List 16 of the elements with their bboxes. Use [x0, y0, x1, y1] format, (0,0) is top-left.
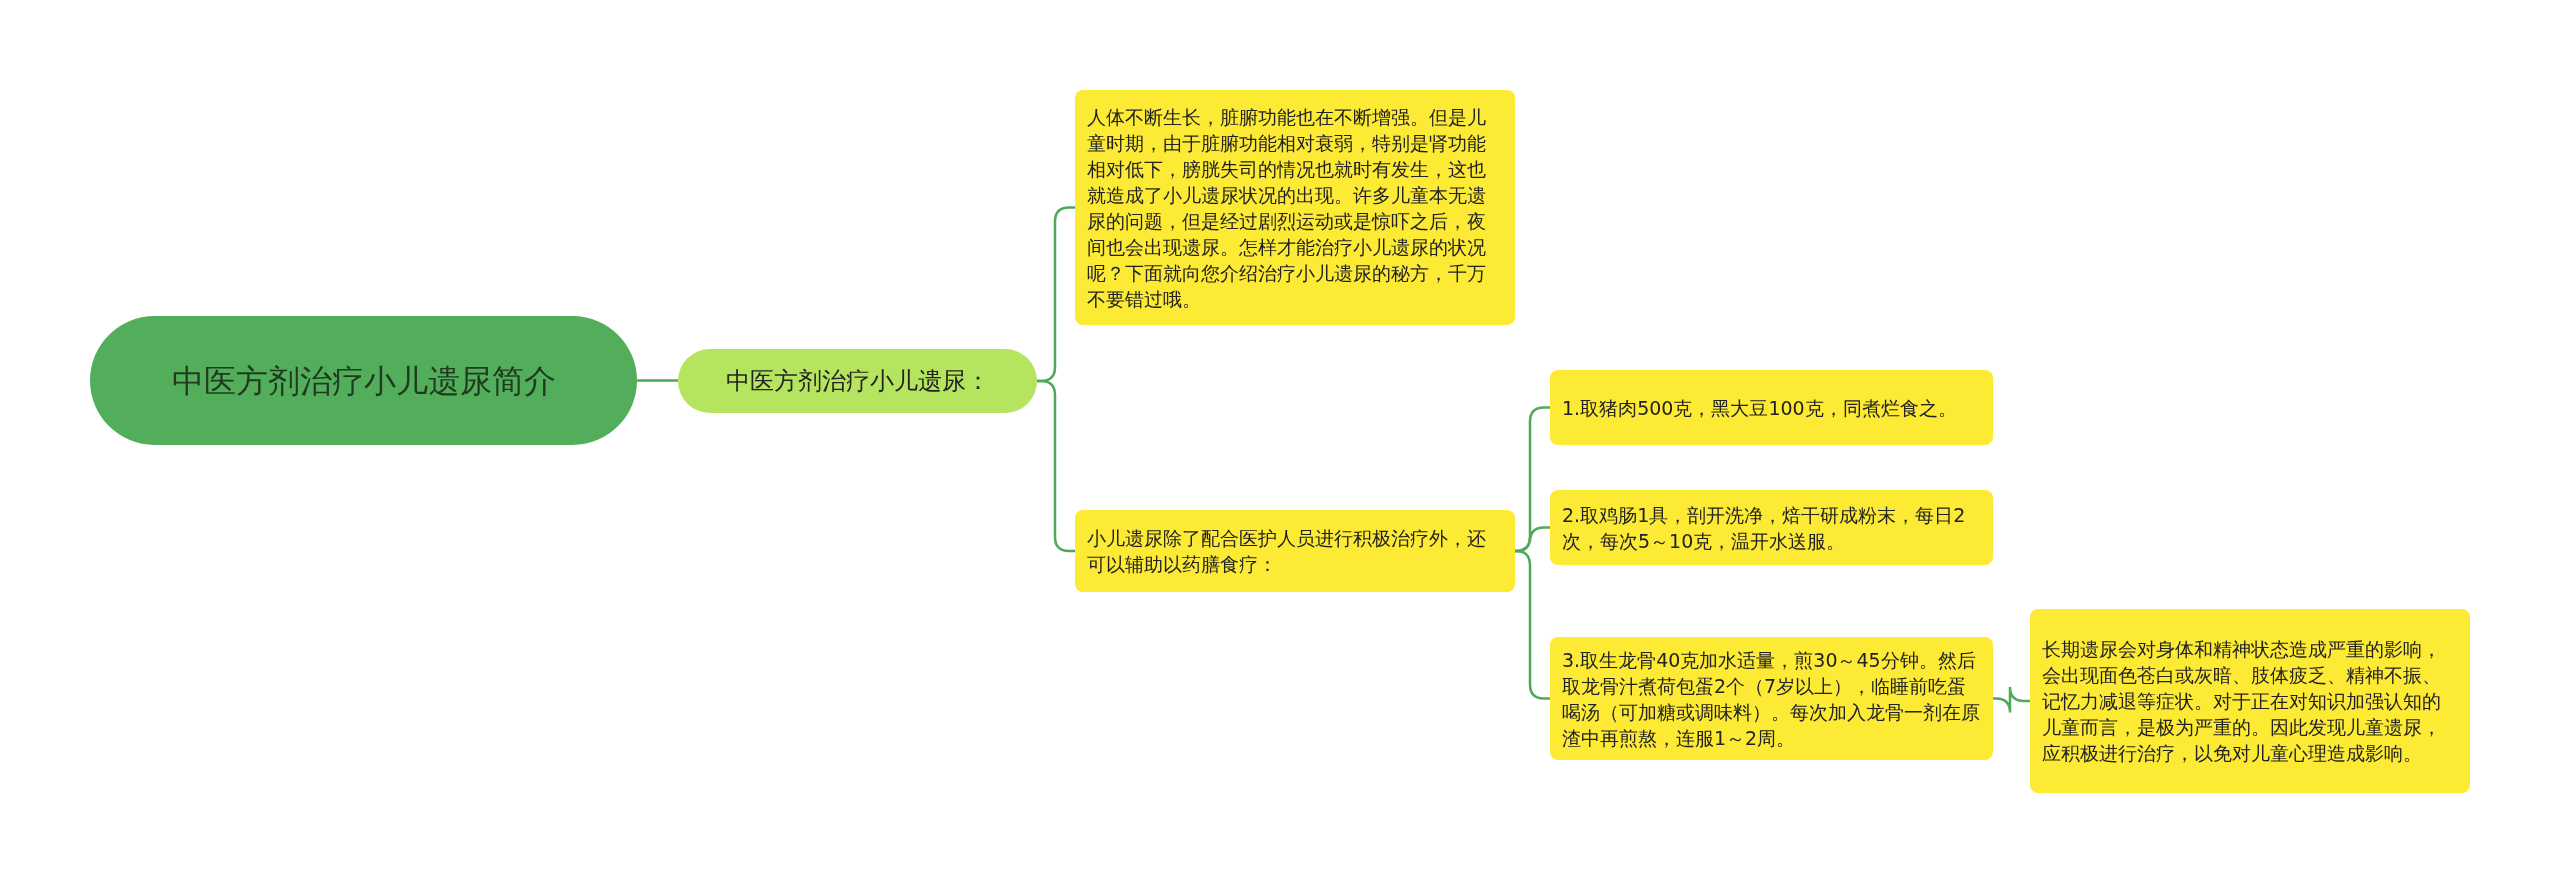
connector-line [637, 379, 678, 382]
topic-text: 小儿遗尿除了配合医护人员进行积极治疗外，还可以辅助以药膳食疗： [1087, 526, 1487, 577]
topic-text: 1.取猪肉500克，黑大豆100克，同煮烂食之。 [1562, 395, 1958, 421]
text-card [2030, 609, 2470, 793]
topic-text: 2.取鸡肠1具，剖开洗净，焙干研成粉末，每日2次，每次5～10克，温开水送服。 [1562, 502, 1967, 554]
topic-text: 长期遗尿会对身体和精神状态造成严重的影响，会出现面色苍白或灰暗、肢体疲乏、精神不振、记忆力减退等症状。对于正在对知识加强认知的儿童而言，是极为严重的。因此发现儿童遗尿，应积极进行治疗，以免对儿童心理造成影响。 [2042, 637, 2442, 766]
topic-text: 中医方剂治疗小儿遗尿： [724, 366, 991, 397]
text-card [1550, 490, 1993, 565]
text-card [1075, 510, 1515, 592]
text-card [1550, 637, 1993, 760]
connector-line [1993, 685, 2030, 714]
topic-text: 中医方剂治疗小儿遗尿简介 [170, 360, 557, 402]
text-card [1550, 370, 1993, 445]
topic-text: 人体不断生长，脏腑功能也在不断增强。但是儿童时期，由于脏腑功能相对衰弱，特别是肾功能相对低下，膀胱失司的情况也就时有发生，这也就造成了小儿遗尿状况的出现。许多儿童本无遗尿的问题，但是经过剧烈运动或是惊吓之后，夜间也会出现遗尿。怎样才能治疗小儿遗尿的状况呢？下面就向您介绍治疗小儿遗尿的秘方，千万不要错过哦。 [1087, 104, 1487, 312]
text-card [1075, 90, 1515, 325]
topic-text: 3.取生龙骨40克加水适量，煎30～45分钟。然后取龙骨汁煮荷包蛋2个（7岁以上），临睡前吃蛋喝汤（可加糖或调味料）。每次加入龙骨一剂在原渣中再煎熬，连服1～2周。 [1562, 647, 1981, 751]
